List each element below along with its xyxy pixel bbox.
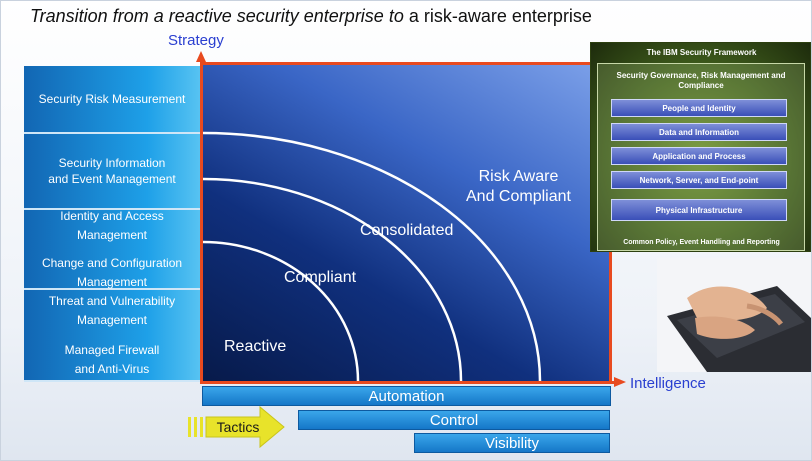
level-compliant: Compliant: [284, 269, 357, 286]
tactics-arrow-icon: [188, 405, 285, 449]
category-siem: Security Information and Event Managemen…: [24, 134, 200, 210]
maturity-arcs: [203, 131, 542, 381]
automation-bar: Automation: [202, 386, 611, 406]
control-bar: Control: [298, 410, 610, 430]
framework-footer: Common Policy, Event Handling and Report…: [623, 239, 780, 246]
category-text: Management: [76, 275, 148, 289]
level-risk-aware: Risk Aware And Compliant: [466, 167, 571, 207]
category-text: Management: [76, 313, 148, 327]
visibility-bar: Visibility: [414, 433, 610, 453]
framework-item: Data and Information: [611, 123, 787, 141]
tactics-label: Tactics: [216, 419, 260, 435]
category-text: Change and Configuration: [41, 256, 183, 270]
category-text: Security Information: [58, 156, 166, 170]
framework-title: The IBM Security Framework: [646, 48, 757, 57]
category-text: Identity and Access: [60, 209, 164, 223]
framework-item: People and Identity: [611, 99, 787, 117]
strategy-arrow-icon: [196, 51, 206, 62]
laptop-hands-icon: [657, 258, 811, 372]
category-text: and Event Management: [48, 172, 176, 186]
category-text: and Anti-Virus: [74, 362, 150, 376]
title-part-3: to: [388, 6, 404, 26]
title-part-4: a risk-aware enterprise: [408, 6, 592, 26]
category-text: Security Risk Measurement: [38, 92, 186, 106]
maturity-area: [203, 65, 609, 381]
ibm-security-framework-panel: The IBM Security Framework Security Gove…: [590, 42, 811, 252]
laptop-typing-photo: [657, 258, 811, 372]
intelligence-arrow-icon: [614, 377, 626, 387]
level-consolidated: Consolidated: [360, 222, 454, 239]
title-part-2: a reactive security enterprise: [153, 6, 384, 26]
framework-item: Physical Infrastructure: [611, 199, 787, 221]
level-risk-line-2: And Compliant: [466, 188, 571, 205]
category-text: Management: [76, 228, 148, 242]
level-risk-line-1: Risk Aware: [478, 168, 559, 185]
border-top: [200, 62, 612, 65]
framework-item: Application and Process: [611, 147, 787, 165]
framework-governance-title: Security Governance, Risk Management and…: [616, 71, 786, 90]
framework-item: Network, Server, and End-point: [611, 171, 787, 189]
level-reactive: Reactive: [224, 338, 287, 355]
intelligence-axis: [200, 381, 614, 384]
category-text: Managed Firewall: [64, 343, 160, 357]
strategy-axis: [200, 62, 203, 382]
category-security-risk-measurement: Security Risk Measurement: [24, 66, 200, 134]
title-part-1: Transition from: [30, 6, 149, 26]
slide-title: Transition from a reactive security ente…: [30, 6, 592, 27]
strategy-axis-label: Strategy: [168, 32, 224, 49]
category-text: Threat and Vulnerability: [48, 294, 176, 308]
category-threat-firewall: Threat and Vulnerability Management Mana…: [24, 290, 200, 382]
category-identity-change: Identity and Access Management Change an…: [24, 209, 200, 290]
intelligence-axis-label: Intelligence: [630, 375, 706, 392]
